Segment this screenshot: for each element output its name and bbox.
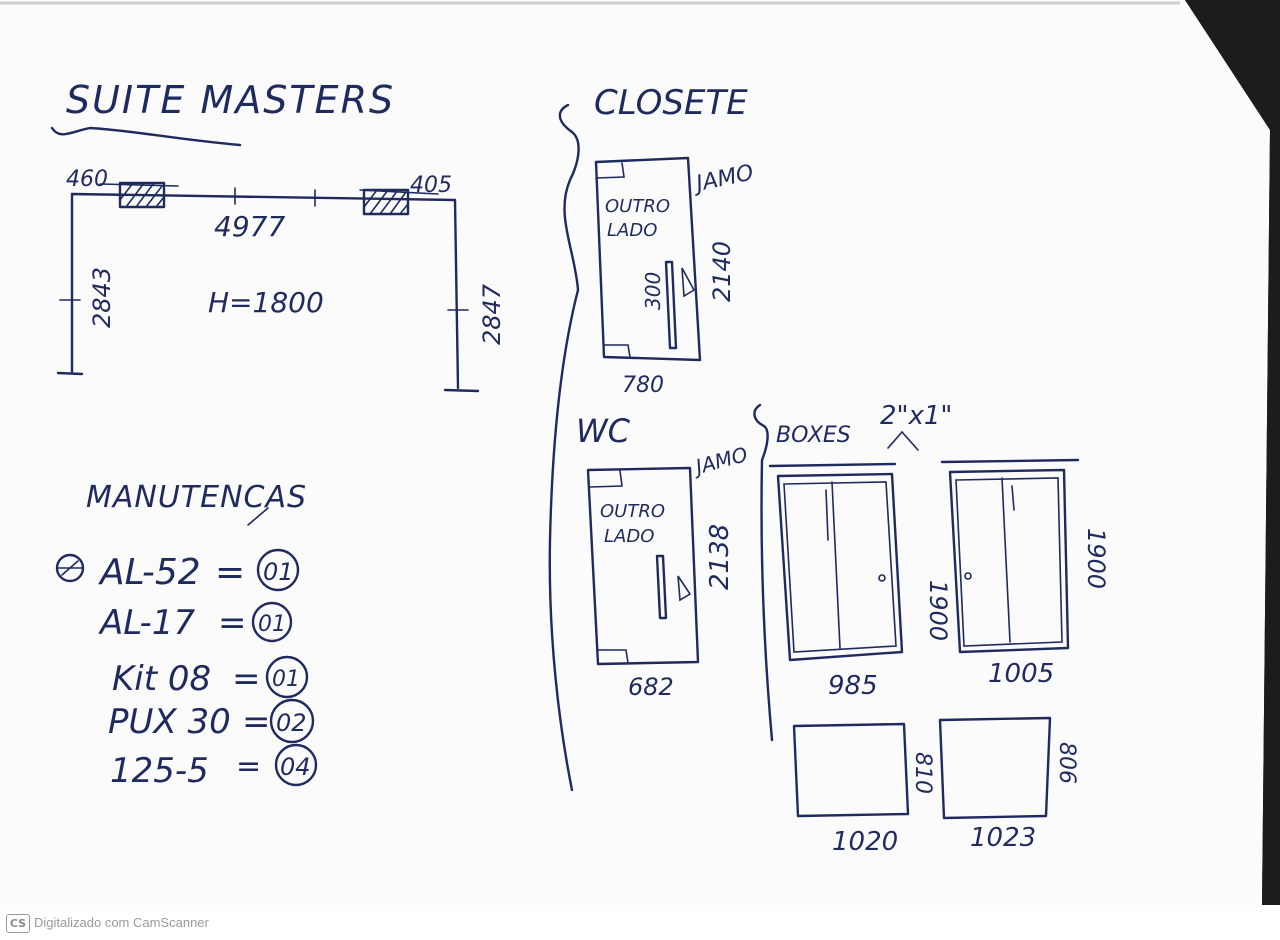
box-2-height: 1900: [1082, 528, 1110, 589]
handles-title: MANUTENCAS: [86, 480, 307, 515]
box-2: 1900 1005: [940, 458, 1110, 689]
handles-item-qty: 02: [276, 709, 307, 737]
suite-dim-right: 2847: [478, 283, 506, 345]
suite-title-underline: [50, 126, 242, 147]
suite-dim-left: 2843: [88, 267, 116, 328]
boxes-section: BOXES 2"x1" 1900 985 1900 1005: [753, 401, 1110, 857]
panel-1-width: 1020: [832, 827, 898, 857]
suite-title: SUITE MASTERS: [66, 78, 395, 122]
svg-text:=: =: [215, 552, 245, 593]
svg-text:=: =: [218, 603, 247, 643]
section-brace: [548, 103, 580, 792]
sketch-drawing: SUITE MASTERS 460 405 4977 H=1800 2843 2…: [0, 0, 1280, 905]
box-1-width: 985: [828, 671, 878, 701]
panel-2-height: 806: [1054, 742, 1079, 784]
pillar-left: [118, 181, 166, 209]
handles-item-qty: 01: [272, 667, 300, 692]
handles-item-code: AL-17: [98, 603, 195, 643]
svg-text:=: =: [236, 749, 261, 784]
closet-dim-handle: 300: [641, 272, 665, 310]
box-1: 1900 985: [768, 462, 952, 701]
handles-item-qty: 01: [258, 612, 286, 637]
boxes-title: BOXES: [776, 423, 851, 448]
paper-shadow-edge: [1185, 0, 1280, 905]
footer-text: Digitalizado com CamScanner: [34, 915, 209, 930]
wc-dim-height: 2138: [705, 524, 735, 590]
box-1-height: 1900: [924, 580, 952, 641]
boxes-brace: [753, 403, 774, 742]
handles-item-qty: 04: [280, 753, 311, 781]
handles-item-code: Kit 08: [112, 659, 211, 699]
handles-item-code: AL-52: [98, 552, 201, 593]
pillar-right: [362, 188, 410, 216]
wc-other-side-line1: OUTRO: [600, 501, 665, 522]
panel-2-width: 1023: [970, 823, 1036, 853]
handles-item-2: AL-17 = 01: [98, 601, 293, 643]
paper: [0, 0, 1270, 905]
handles-item-code: 125-5: [110, 751, 209, 791]
box-2-width: 1005: [988, 659, 1054, 689]
wc-title: WC: [576, 412, 631, 450]
handles-item-qty: 01: [263, 558, 294, 586]
scanner-footer: CS Digitalizado com CamScanner: [0, 905, 1280, 940]
panel-1-height: 810: [910, 752, 935, 794]
closet-dim-height: 2140: [708, 241, 736, 302]
handles-item-3: Kit 08 = 01: [112, 655, 309, 699]
handles-item-5: 125-5 = 04: [110, 743, 318, 791]
handles-item-4: PUX 30 = 02: [108, 698, 315, 744]
suite-section: SUITE MASTERS 460 405 4977 H=1800 2843 2…: [50, 78, 506, 393]
svg-text:=: =: [232, 659, 261, 699]
handles-item-1: AL-52 = 01: [98, 548, 300, 593]
closet-dim-width: 780: [622, 373, 664, 398]
panel-1: 810 1020: [792, 722, 935, 857]
handles-bullet-icon: [55, 553, 85, 583]
svg-text:=: =: [242, 702, 271, 742]
suite-dim-height: H=1800: [208, 286, 324, 319]
wc-dim-width: 682: [628, 673, 674, 701]
camscanner-logo-icon: CS: [6, 914, 30, 933]
closet-title: CLOSETE: [594, 83, 748, 123]
suite-dim-left-top: 460: [66, 167, 108, 192]
suite-dim-width: 4977: [214, 210, 285, 243]
wc-other-side-line2: LADO: [604, 526, 654, 547]
handles-item-code: PUX 30: [108, 702, 231, 742]
suite-dim-right-top: 405: [410, 173, 452, 198]
suite-wall-outline: [70, 192, 460, 390]
closet-other-side-line2: LADO: [607, 220, 657, 241]
handles-section: MANUTENCAS AL-52 = 01 AL-17 = 01 Kit 08 …: [55, 480, 318, 791]
closet-other-side-line1: OUTRO: [605, 196, 670, 217]
panel-2: 806 1023: [938, 716, 1079, 853]
boxes-note: 2"x1": [880, 401, 952, 431]
